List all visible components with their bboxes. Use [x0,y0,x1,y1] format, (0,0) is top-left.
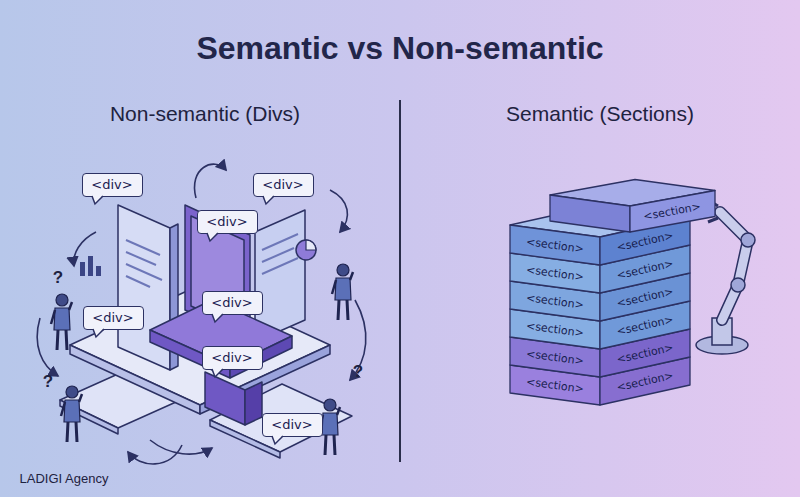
layer-right [600,357,690,405]
question-mark: ? [38,372,58,392]
div-tag: <div> [203,295,262,310]
speech-bubble: <div> [202,346,263,370]
div-tag: <div> [254,177,313,192]
bubble-tail-fill [272,435,283,444]
bubble-tail [93,329,105,338]
bubble-tail-line [93,329,104,337]
speech-bubble: <div> [82,173,143,197]
section-block: <section> [545,175,720,240]
bubble-tail [263,196,275,205]
div-pile [60,205,352,458]
watermark: LADIGI Agency [4,471,124,486]
bubble-tail-line [272,436,283,444]
question-mark: ? [48,268,68,288]
speech-bubble: <div> [83,306,144,330]
bubble-tail-fill [212,368,223,377]
bubble-tail-fill [212,313,223,322]
section-heading: Semantic (Sections) [440,102,760,126]
bubble-tail-line [212,369,223,377]
flow-arrows [37,164,366,464]
div-tag: <div> [83,177,142,192]
bubble-tail [92,196,104,205]
bubble-tail-fill [263,195,274,204]
bubble-tail [212,314,224,323]
bar-chart-icon [80,256,101,276]
div-tag: <div> [198,214,257,229]
pie-icon [296,240,316,260]
bubble-tail-fill [93,328,104,337]
robot-arm [696,200,755,354]
bubble-tail [207,233,219,242]
bubble-tail [212,369,224,378]
bubble-tail-line [212,314,223,322]
bubble-tail-line [263,196,274,204]
divider [399,100,401,462]
speech-bubble: <div> [262,413,323,437]
div-tag: <div> [263,417,322,432]
bubble-tail [272,436,284,445]
bubble-tail-fill [92,195,103,204]
speech-bubble: <div> [202,291,263,315]
div-tag: <div> [203,350,262,365]
speech-bubble: <div> [197,210,258,234]
section-heading: Non-semantic (Divs) [45,102,365,126]
bubble-tail-fill [207,232,218,241]
question-mark: ? [348,362,368,382]
speech-bubble: <div> [253,173,314,197]
layer-left [510,365,600,405]
bubble-tail-line [92,196,103,204]
div-tag: <div> [84,310,143,325]
screen-lines [126,234,298,287]
bubble-tail-line [207,233,218,241]
title: Semantic vs Non-semantic [0,30,800,67]
confused-people [51,264,353,455]
